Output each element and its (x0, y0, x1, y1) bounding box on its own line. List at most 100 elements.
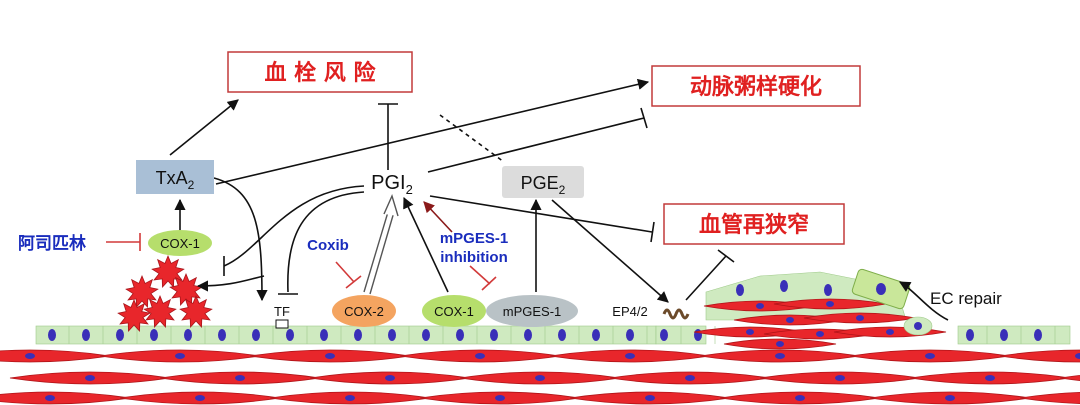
smooth-muscle-nucleus (195, 395, 205, 401)
repairing-ec-nucleus (876, 283, 886, 295)
ec-repair-arrow (899, 281, 949, 321)
proliferating-smc-nucleus (756, 303, 764, 309)
coxib-inhibits-cox2-line (335, 261, 355, 283)
cox1-left-enzyme: COX-1 (148, 230, 212, 256)
smooth-muscle-nucleus (645, 395, 655, 401)
pgi2-pge2-dashed-link (439, 114, 505, 163)
mpges1-inhibition-label-line1: mPGES-1 (440, 230, 508, 247)
smooth-muscle-nucleus (45, 395, 55, 401)
txa2-to-thrombosis-arrow (169, 99, 239, 156)
smooth-muscle-cell (0, 349, 111, 363)
smooth-muscle-nucleus (345, 395, 355, 401)
endothelial-band-right (957, 325, 1071, 345)
smooth-muscle-nucleus (685, 375, 695, 381)
endothelial-nucleus (116, 329, 124, 341)
activated-platelet (151, 254, 185, 288)
atherosclerosis-box: 动脉粥样硬化 (651, 65, 861, 107)
endothelial-nucleus (150, 329, 158, 341)
coxib-inhibits-cox2-bar (345, 275, 362, 289)
ep42-receptor: EP4/2 (612, 304, 690, 320)
smooth-muscle-nucleus (85, 375, 95, 381)
aspirin-label: 阿司匹林 (18, 233, 86, 254)
endothelial-nucleus (966, 329, 974, 341)
neointima-ec-nucleus (736, 284, 744, 296)
pgi2-inhibits-atherosclerosis-bar (640, 107, 648, 129)
smooth-muscle-layer (0, 349, 1080, 405)
activated-platelet (117, 298, 151, 332)
endothelial-nucleus (252, 329, 260, 341)
smooth-muscle-nucleus (475, 353, 485, 359)
txa2-node: TxA2 (136, 160, 214, 194)
platelet-feedback-arrow (196, 275, 265, 292)
proliferating-smc-nucleus (776, 341, 784, 347)
ep42-receptor-icon (662, 308, 690, 320)
smooth-muscle-nucleus (385, 375, 395, 381)
ec-repair-label: EC repair (930, 289, 1002, 308)
ep42-inhibits-restenosis-line (685, 255, 727, 301)
smooth-muscle-nucleus (235, 375, 245, 381)
smooth-muscle-nucleus (985, 375, 995, 381)
pgi2-label: PGI (371, 172, 405, 194)
pgi2-inhibits-restenosis-line (429, 195, 653, 233)
pgi2-inhibits-atherosclerosis-line (427, 117, 645, 173)
inhibition-markers (106, 233, 497, 291)
smooth-muscle-nucleus (175, 353, 185, 359)
endothelium-layer (35, 325, 1071, 345)
endothelial-nucleus (1034, 329, 1042, 341)
endothelial-nucleus (524, 329, 532, 341)
smooth-muscle-nucleus (535, 375, 545, 381)
endothelial-nucleus (626, 329, 634, 341)
ep42-label: EP4/2 (612, 304, 647, 319)
pgi2-inhibits-tf-line (287, 191, 365, 293)
svg-text:PGI2: PGI2 (371, 172, 413, 197)
smooth-muscle-nucleus (835, 375, 845, 381)
neointima-ec-nucleus (824, 284, 832, 296)
endothelial-nucleus (184, 329, 192, 341)
endothelial-nucleus (490, 329, 498, 341)
restenosis-box: 血管再狭窄 (663, 203, 845, 245)
txa2-to-tf-arrow (213, 177, 268, 302)
atherosclerosis-label: 动脉粥样硬化 (690, 74, 822, 100)
endothelial-nucleus (82, 329, 90, 341)
ep42-inhibits-restenosis-bar (717, 249, 735, 263)
endothelial-nucleus (48, 329, 56, 341)
mpges1-enzyme: mPGES-1 (486, 295, 578, 327)
activated-platelet (169, 272, 203, 306)
pathway-connectors (169, 78, 949, 321)
smooth-muscle-cell (1019, 391, 1080, 405)
pge2-node: PGE2 (502, 166, 584, 198)
thrombosis-risk-box: 血 栓 风 险 (227, 51, 413, 93)
smooth-muscle-nucleus (945, 395, 955, 401)
tissue-factor: TF (274, 304, 290, 329)
pge2-to-ep42-arrow (551, 199, 669, 303)
pge2-subscript: 2 (559, 183, 566, 197)
endothelial-nucleus (558, 329, 566, 341)
smooth-muscle-nucleus (625, 353, 635, 359)
pgi2-inhibits-platelets-line (223, 185, 365, 267)
endothelial-nucleus (1000, 329, 1008, 341)
smooth-muscle-nucleus (795, 395, 805, 401)
cox2-enzyme: COX-2 (332, 295, 396, 327)
txa2-to-atherosclerosis-arrow (215, 78, 650, 185)
smooth-muscle-nucleus (495, 395, 505, 401)
smooth-muscle-cell (1059, 375, 1080, 381)
tf-label: TF (274, 304, 290, 319)
mpges1-label: mPGES-1 (503, 304, 562, 319)
inhibition-to-pgi2-arrow (423, 201, 453, 233)
proliferating-smc-nucleus (856, 315, 864, 321)
coxib-label: Coxib (307, 237, 349, 254)
smooth-muscle-cell (0, 391, 131, 405)
pgi2-inhibits-restenosis-bar (650, 221, 655, 243)
activated-platelet (125, 274, 159, 308)
endothelial-nucleus (320, 329, 328, 341)
cox2-label: COX-2 (344, 304, 384, 319)
activated-platelet (179, 294, 213, 328)
endothelial-nucleus (456, 329, 464, 341)
endothelial-nucleus (286, 329, 294, 341)
proliferating-smc-nucleus (786, 317, 794, 323)
pgi2-node: PGI2 (371, 172, 413, 197)
endothelial-nucleus (354, 329, 362, 341)
endothelial-nucleus (660, 329, 668, 341)
smooth-muscle-cell (999, 349, 1080, 363)
